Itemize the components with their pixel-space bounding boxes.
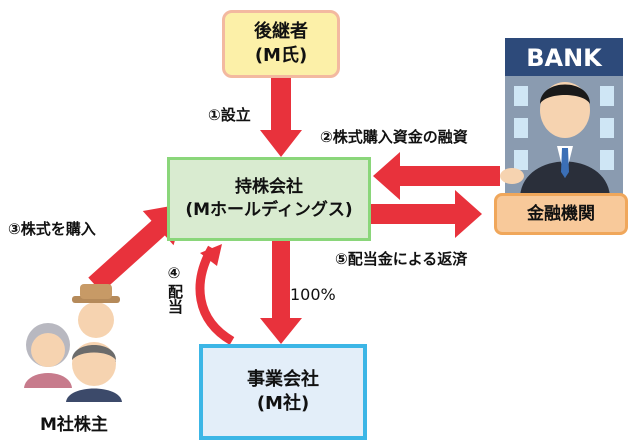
shareholders-icon <box>24 284 122 402</box>
arrow-repayment <box>371 190 482 238</box>
financial-institution-box: 金融機関 <box>494 193 628 235</box>
successor-subtitle: (M氏) <box>254 45 308 66</box>
shareholders-label: M社株主 <box>40 415 108 435</box>
bank-sign: BANK <box>526 44 603 72</box>
bank-building-icon: BANK <box>500 38 623 198</box>
bank-label: 金融機関 <box>527 203 595 224</box>
step4-number: ④ <box>167 264 181 282</box>
holding-title: 持株会社 <box>235 177 303 198</box>
step5-label: ⑤配当金による返済 <box>335 250 468 268</box>
arrow-dividend-head <box>200 244 222 266</box>
successor-title: 後継者 <box>254 20 308 42</box>
successor-box: 後継者 (M氏) <box>222 10 340 78</box>
operating-title: 事業会社 <box>247 368 319 390</box>
arrow-dividend <box>195 245 235 345</box>
step4-text: 配当 <box>166 284 184 314</box>
operating-company-box: 事業会社 (M社) <box>199 344 367 440</box>
operating-subtitle: (M社) <box>256 393 310 414</box>
ownership-label: 100% <box>290 285 336 304</box>
arrow-establish <box>260 78 302 157</box>
holding-company-box: 持株会社 (Mホールディングス) <box>167 157 371 241</box>
step3-label: ③株式を購入 <box>8 220 96 238</box>
step1-label: ①設立 <box>208 106 251 124</box>
arrow-loan <box>373 152 500 200</box>
arrow-buy-shares <box>88 203 186 293</box>
step4-label: ④ 配当 <box>164 262 184 314</box>
arrow-ownership <box>260 241 302 344</box>
holding-subtitle: (Mホールディングス) <box>185 200 353 220</box>
step2-label: ②株式購入資金の融資 <box>320 128 468 146</box>
